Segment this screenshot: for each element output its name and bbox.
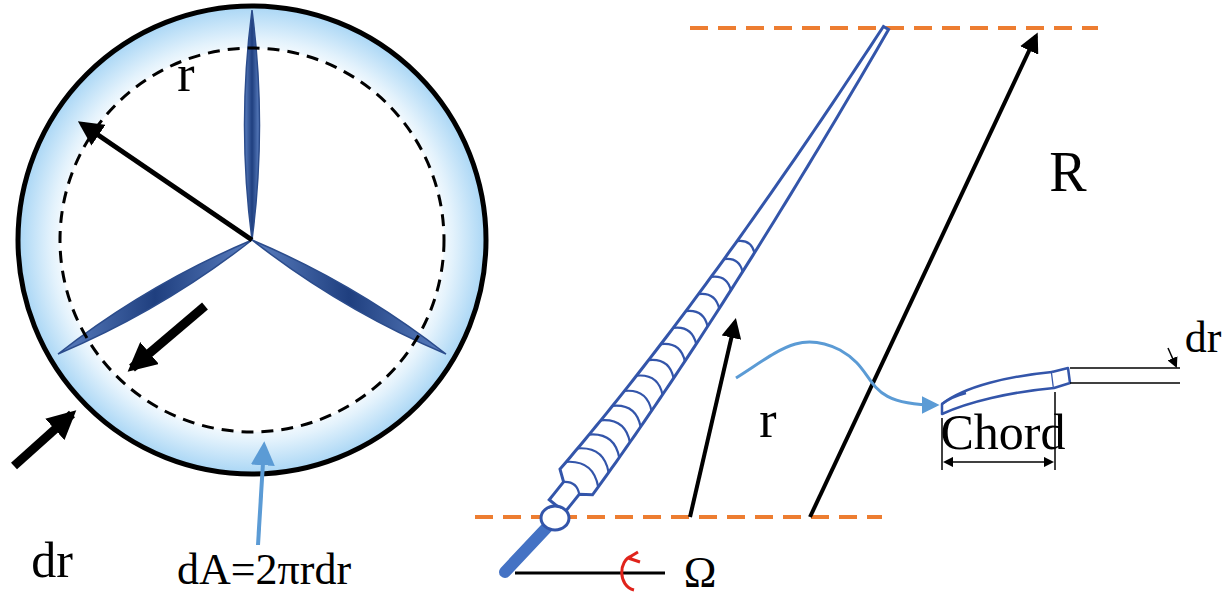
label: dA=2πrdr — [177, 548, 351, 592]
local-radius-arrow — [690, 322, 735, 517]
rotation-symbol — [622, 552, 640, 590]
shaft — [505, 522, 552, 572]
label: Chord — [941, 407, 1066, 457]
rotor-blades — [58, 10, 446, 354]
label: R — [1049, 144, 1086, 200]
label: r — [759, 394, 776, 446]
label: Ω — [684, 551, 717, 595]
section-line — [601, 420, 630, 442]
dr-extension-bottom — [1070, 382, 1180, 384]
tip-line — [690, 26, 1098, 30]
chord-dimension — [945, 461, 1052, 463]
radius-arrow — [82, 124, 252, 240]
blade-view — [475, 26, 1180, 590]
rotor-disk — [14, 6, 486, 545]
section-line — [589, 434, 619, 457]
section-line — [564, 482, 580, 495]
section-line — [649, 360, 674, 378]
section-line — [724, 259, 743, 272]
section-line — [636, 375, 662, 394]
label: r — [177, 48, 194, 100]
blade-outline — [549, 26, 888, 512]
section-line — [613, 406, 641, 427]
root-line — [475, 515, 882, 519]
blade — [245, 10, 260, 240]
rotation-axis — [515, 572, 665, 575]
blade-outline-path — [549, 26, 888, 512]
hub — [541, 506, 569, 530]
section-line — [578, 448, 609, 472]
section-line — [711, 277, 731, 291]
section-line — [566, 462, 598, 487]
dr-arrow-inner — [132, 306, 205, 368]
section-line — [698, 294, 719, 309]
dr-extension-top — [1070, 367, 1180, 369]
section-line — [661, 344, 685, 361]
area-leader — [258, 446, 264, 545]
section-line — [673, 328, 696, 344]
label: dr — [1185, 316, 1222, 360]
section-line — [686, 311, 708, 326]
dr-dim-arrow — [1168, 348, 1176, 366]
section-line — [624, 391, 651, 411]
label: dr — [31, 535, 73, 585]
dr-arrow-outer — [14, 414, 72, 466]
section-line — [737, 241, 754, 253]
